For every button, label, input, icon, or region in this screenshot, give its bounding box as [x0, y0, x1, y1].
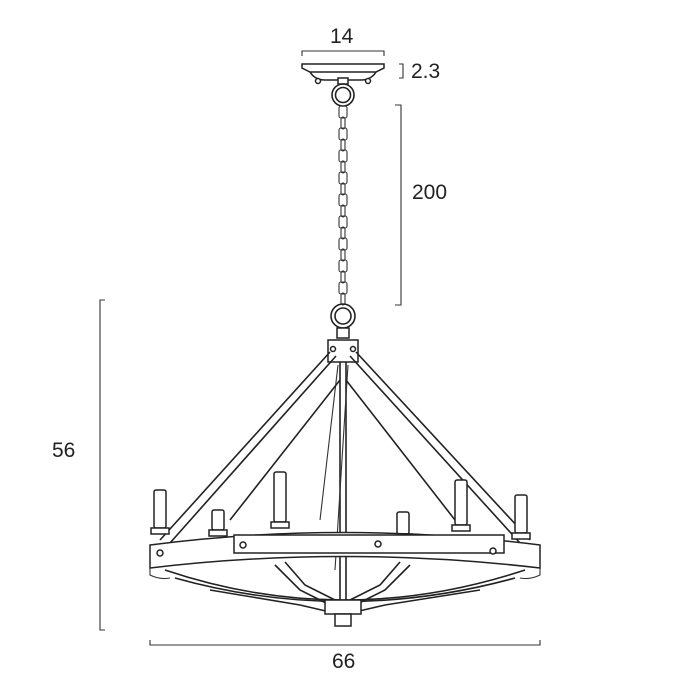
dimension-lines — [99, 50, 541, 646]
hub — [327, 303, 359, 363]
chain-link — [338, 127, 348, 141]
canopy-height-bracket — [399, 63, 404, 79]
body-width-line — [149, 640, 541, 646]
chain-link — [340, 292, 346, 306]
chain-link — [338, 281, 348, 295]
chain-link — [340, 248, 346, 262]
chain-link — [340, 270, 346, 284]
chain-link — [340, 204, 346, 218]
arms — [159, 351, 531, 620]
chain-link — [340, 138, 346, 152]
chain-link — [338, 171, 348, 185]
chain — [338, 105, 348, 306]
chain-link — [338, 215, 348, 229]
body-height-line — [99, 299, 105, 631]
body-height-label: 56 — [52, 439, 76, 462]
canopy-width-line — [301, 50, 385, 56]
chain-link — [338, 259, 348, 273]
canopy — [301, 63, 385, 107]
body-width-label: 66 — [332, 650, 356, 673]
chain-length-label: 200 — [412, 181, 448, 204]
chain-length-bracket — [395, 104, 402, 306]
chain-link — [338, 193, 348, 207]
canopy-height-label: 2.3 — [411, 60, 441, 83]
ring-back — [164, 569, 526, 601]
candle — [270, 471, 290, 529]
chain-link — [340, 226, 346, 240]
candle — [451, 479, 471, 532]
chain-link — [338, 105, 348, 119]
candles — [150, 471, 531, 541]
chain-link — [340, 160, 346, 174]
canopy-width-label: 14 — [330, 25, 354, 48]
chain-link — [338, 149, 348, 163]
chain-link — [340, 182, 346, 196]
lower-struts — [209, 561, 481, 627]
chain-link — [340, 116, 346, 130]
candle — [511, 494, 531, 540]
chain-link — [338, 237, 348, 251]
candle — [150, 489, 170, 535]
ring-front — [149, 531, 541, 580]
candle — [208, 509, 228, 537]
